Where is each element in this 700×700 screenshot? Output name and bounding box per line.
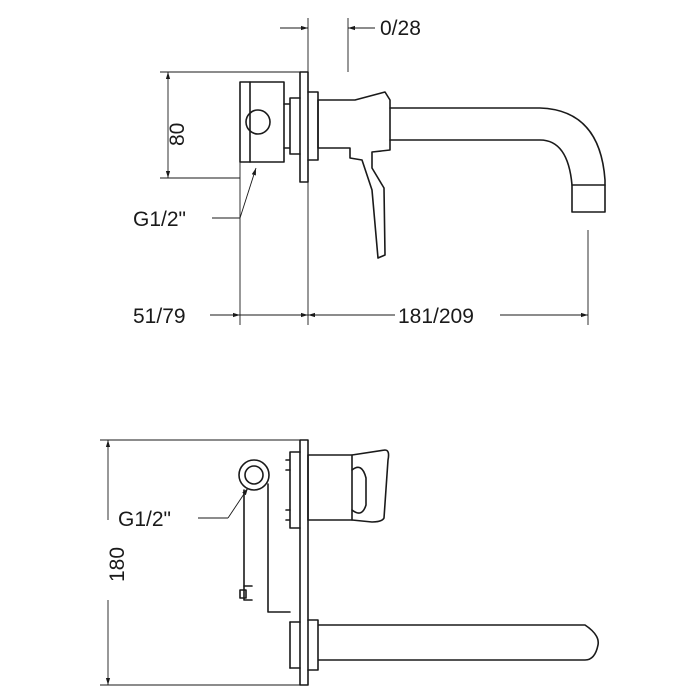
top-spout <box>389 107 606 213</box>
front-handle <box>307 449 390 523</box>
top-wall-plate <box>299 71 309 183</box>
dim-offset-label: 0/28 <box>380 17 421 40</box>
thread-label-front: G1/2" <box>118 508 171 531</box>
top-handle <box>317 91 391 259</box>
dim-depth-label: 51/79 <box>133 305 186 328</box>
front-spout <box>307 619 600 671</box>
front-inlet-outer <box>238 459 270 491</box>
top-view: 0/28 80 G1/2" 51/79 181/209 <box>133 17 606 328</box>
top-valve-body <box>283 91 319 161</box>
front-body-box <box>243 483 291 613</box>
front-cartridge-collar <box>285 451 301 529</box>
top-mounting-box <box>239 81 285 163</box>
front-inlet-inner <box>244 465 264 485</box>
dim-spout-label: 181/209 <box>398 305 474 328</box>
dim-height-top-label: 80 <box>166 123 189 146</box>
thread-label-top: G1/2" <box>133 208 186 231</box>
front-wall-plate <box>299 439 309 686</box>
top-inlet-circle <box>245 109 271 135</box>
front-view: 180 G1/2" <box>100 439 600 686</box>
dim-height-front-label: 180 <box>106 547 129 582</box>
